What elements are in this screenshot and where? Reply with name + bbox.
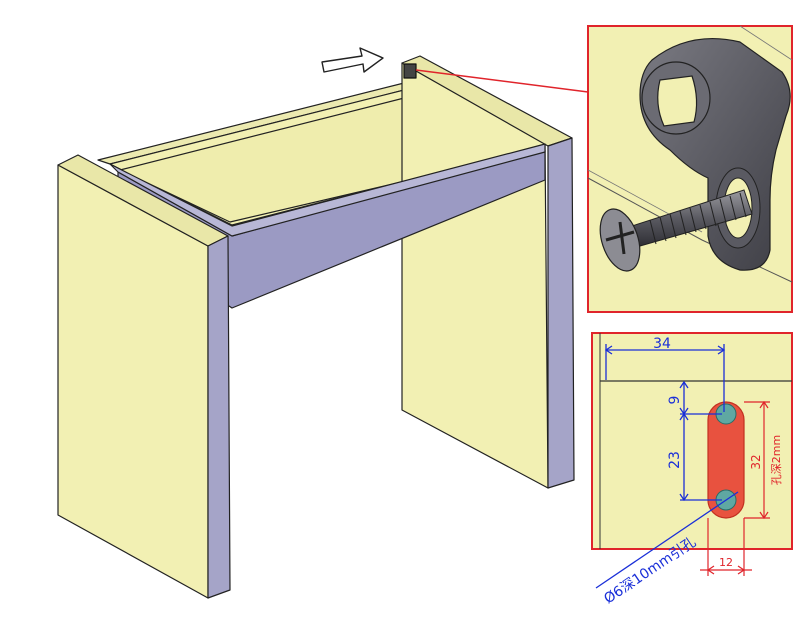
callout-line <box>415 69 589 93</box>
blue-dimension-lines <box>595 344 739 589</box>
dimension-detail-panel: 34 9 23 32 孔深2mm 12 Ø6深10mm引孔 <box>591 332 793 607</box>
right-leg-side <box>547 137 575 489</box>
slot-depth-note: 孔深2mm <box>770 435 783 485</box>
right-arrow-icon <box>321 47 384 73</box>
dim-center-distance: 23 <box>667 451 683 469</box>
connector-detail-panel <box>587 25 793 313</box>
dim-width: 34 <box>653 336 671 352</box>
dim-top-offset: 9 <box>667 396 683 405</box>
connector-marker <box>403 63 417 79</box>
front-apron-top <box>109 143 546 237</box>
left-leg-side <box>207 235 231 599</box>
table-3d-view <box>57 55 575 599</box>
cam-slot <box>707 401 745 519</box>
red-dimension-lines <box>700 400 770 576</box>
dim-slot-length: 32 <box>749 454 763 469</box>
countersunk-screw-icon <box>599 189 753 272</box>
slot-width: 12 <box>719 556 733 569</box>
cam-connector-icon <box>639 37 791 271</box>
